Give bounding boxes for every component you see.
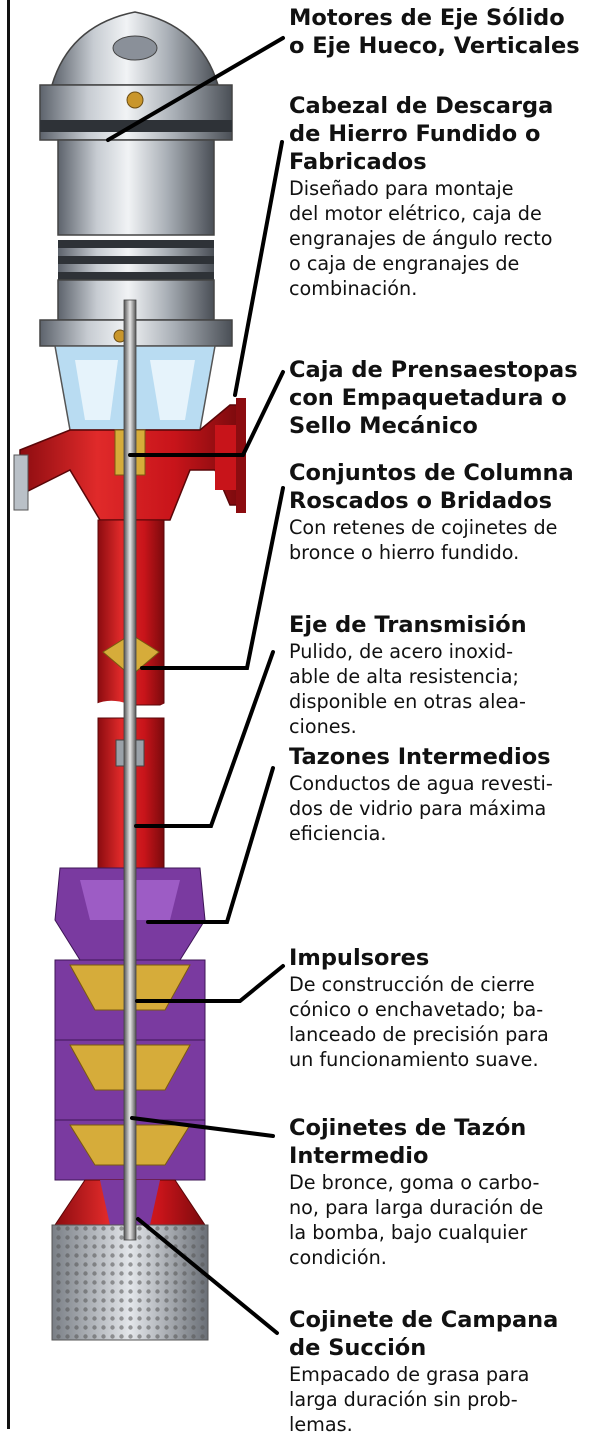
leader-lines	[106, 36, 285, 1335]
title-line: o Eje Hueco, Verticales	[289, 33, 580, 59]
desc-line: Empacado de grasa para	[289, 1363, 530, 1386]
leader-stuffing-box	[128, 370, 285, 457]
motor-housing	[39, 11, 233, 347]
leader-bowl-bearings	[130, 1116, 275, 1138]
callout-title: Tazones Intermedios	[289, 743, 599, 771]
callout-motors: Motores de Eje Sólido o Eje Hueco, Verti…	[289, 4, 599, 60]
desc-line: engranajes de ángulo recto	[289, 227, 553, 250]
desc-line: del motor elétrico, caja de	[289, 202, 542, 225]
callout-column-assemblies: Conjuntos de Columna Roscados o Bridados…	[289, 459, 599, 565]
title-line: Intermedio	[289, 1143, 429, 1169]
title-line: Conjuntos de Columna	[289, 460, 574, 486]
callout-title: Cojinetes de Tazón Intermedio	[289, 1114, 599, 1170]
callout-intermediate-bowls: Tazones Intermedios Conductos de agua re…	[289, 743, 599, 846]
title-line: Impulsores	[289, 945, 430, 971]
callout-impellers: Impulsores De construcción de cierre cón…	[289, 944, 599, 1072]
desc-line: able de alta resistencia;	[289, 665, 519, 688]
desc-line: Pulido, de acero inoxid-	[289, 640, 514, 663]
leader-column-assemblies	[140, 486, 285, 670]
callout-title: Conjuntos de Columna Roscados o Bridados	[289, 459, 599, 515]
leader-lineshaft	[134, 650, 275, 828]
title-line: Caja de Prensaestopas	[289, 357, 578, 383]
desc-line: larga duración sin prob-	[289, 1388, 518, 1411]
desc-line: Diseñado para montaje	[289, 177, 514, 200]
callout-description: Empacado de grasa para larga duración si…	[289, 1362, 599, 1437]
callout-description: De construcción de cierre cónico o encha…	[289, 972, 599, 1072]
desc-line: combinación.	[289, 277, 418, 300]
desc-line: lemas.	[289, 1413, 353, 1436]
callout-title: Cabezal de Descarga de Hierro Fundido o …	[289, 92, 599, 176]
callout-title: Motores de Eje Sólido o Eje Hueco, Verti…	[289, 4, 599, 60]
desc-line: o caja de engranajes de	[289, 252, 520, 275]
title-line: Eje de Transmisión	[289, 612, 527, 638]
desc-line: lanceado de precisión para	[289, 1023, 549, 1046]
title-line: de Succión	[289, 1335, 427, 1361]
callout-description: De bronce, goma o carbo- no, para larga …	[289, 1170, 599, 1270]
title-line: Sello Mecánico	[289, 413, 478, 439]
callout-title: Eje de Transmisión	[289, 611, 599, 639]
leader-discharge-head	[233, 140, 284, 397]
title-line: Cabezal de Descarga	[289, 93, 554, 119]
desc-line: De bronce, goma o carbo-	[289, 1171, 540, 1194]
leader-motors	[106, 36, 285, 142]
callout-lineshaft: Eje de Transmisión Pulido, de acero inox…	[289, 611, 599, 739]
callout-description: Con retenes de cojinetes de bronce o hie…	[289, 515, 599, 565]
title-line: Cojinetes de Tazón	[289, 1115, 527, 1141]
callout-title: Cojinete de Campana de Succión	[289, 1306, 599, 1362]
leader-suction-bell-bearing	[136, 1217, 279, 1335]
desc-line: eficiencia.	[289, 822, 387, 845]
callout-title: Impulsores	[289, 944, 599, 972]
desc-line: Con retenes de cojinetes de	[289, 516, 558, 539]
desc-line: no, para larga duración de	[289, 1196, 544, 1219]
desc-line: ciones.	[289, 715, 357, 738]
callout-title: Caja de Prensaestopas con Empaquetadura …	[289, 356, 599, 440]
title-line: Motores de Eje Sólido	[289, 5, 565, 31]
callout-suction-bell-bearing: Cojinete de Campana de Succión Empacado …	[289, 1306, 599, 1437]
title-line: Roscados o Bridados	[289, 488, 552, 514]
callout-stuffing-box: Caja de Prensaestopas con Empaquetadura …	[289, 356, 599, 440]
callout-bowl-bearings: Cojinetes de Tazón Intermedio De bronce,…	[289, 1114, 599, 1270]
desc-line: la bomba, bajo cualquier	[289, 1221, 528, 1244]
desc-line: Conductos de agua revesti-	[289, 772, 553, 795]
title-line: Cojinete de Campana	[289, 1307, 559, 1333]
callout-description: Pulido, de acero inoxid- able de alta re…	[289, 639, 599, 739]
desc-line: De construcción de cierre	[289, 973, 535, 996]
left-border-rule	[7, 0, 10, 1429]
lineshaft	[123, 299, 137, 1241]
callout-discharge-head: Cabezal de Descarga de Hierro Fundido o …	[289, 92, 599, 301]
title-line: Tazones Intermedios	[289, 744, 551, 770]
desc-line: cónico o enchavetado; ba-	[289, 998, 544, 1021]
title-line: de Hierro Fundido o	[289, 121, 541, 147]
leader-impellers	[135, 964, 285, 1003]
leader-intermediate-bowls	[146, 766, 275, 924]
desc-line: dos de vidrio para máxima	[289, 797, 547, 820]
callout-description: Conductos de agua revesti- dos de vidrio…	[289, 771, 599, 846]
desc-line: disponible en otras alea-	[289, 690, 526, 713]
title-line: con Empaquetadura o	[289, 385, 567, 411]
desc-line: un funcionamiento suave.	[289, 1048, 539, 1071]
suction-strainer	[51, 1224, 209, 1341]
desc-line: bronce o hierro fundido.	[289, 541, 520, 564]
desc-line: condición.	[289, 1246, 387, 1269]
title-line: Fabricados	[289, 149, 427, 175]
callout-description: Diseñado para montaje del motor elétrico…	[289, 176, 599, 301]
